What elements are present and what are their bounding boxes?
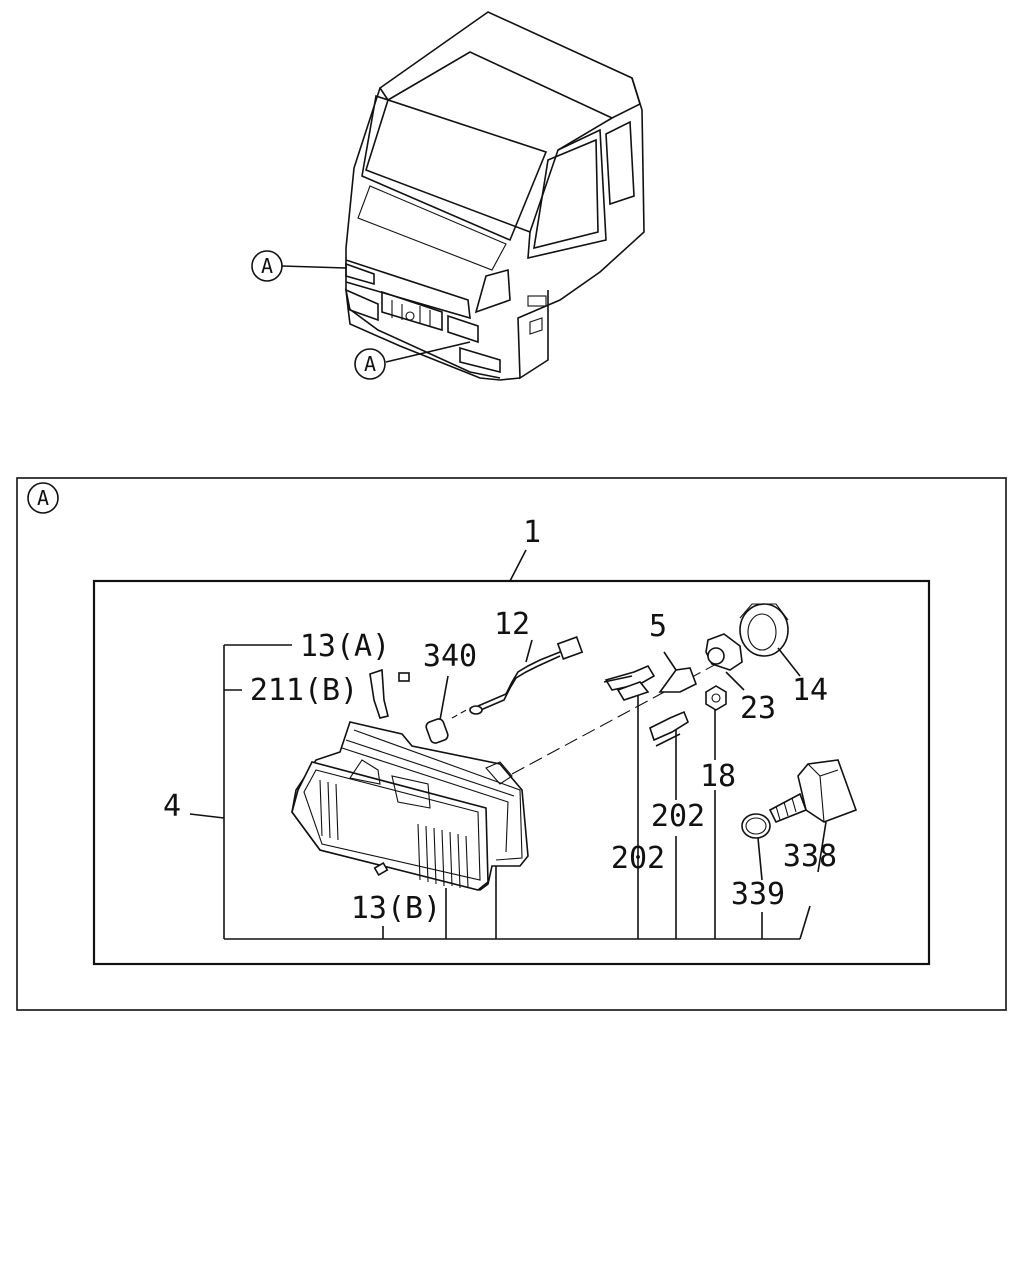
label-211b: 211(B) [250,673,358,708]
callout-a-detail-letter: A [37,486,49,510]
wiring-harness [469,636,584,715]
label-340: 340 [423,639,477,674]
detail-a-frame [16,477,1007,1011]
leader-1 [509,549,527,582]
nut-18 [705,685,727,711]
label-12: 12 [494,607,530,642]
bulb-5 [658,651,698,693]
bracket-part [369,668,410,719]
gasket-23 [705,633,745,691]
label-202-lower: 202 [651,799,705,834]
label-14: 14 [792,673,828,708]
bracket-lines [189,644,827,940]
bulb-338 [768,759,858,824]
screw-202-upper [603,664,656,701]
o-ring-339 [741,813,771,839]
callout-a-detail: A [27,482,59,514]
callout-a-lower: A [354,341,471,380]
label-18: 18 [700,759,736,794]
label-5: 5 [649,609,667,644]
label-13b: 13(B) [351,891,441,926]
headlamp-assembly [291,721,529,891]
callout-a-upper: A [251,250,347,282]
callout-a-lower-letter: A [364,352,376,376]
label-338: 338 [783,839,837,874]
truck-cab-illustration [344,11,645,381]
cap-ring-14 [739,603,801,677]
label-1: 1 [523,515,541,550]
label-339: 339 [731,877,785,912]
callout-a-upper-letter: A [261,254,273,278]
label-13a: 13(A) [300,629,390,664]
assembly-box [92,579,931,966]
label-23: 23 [740,691,776,726]
label-202-upper: 202 [611,841,665,876]
bulb-socket [425,675,471,744]
label-4: 4 [163,789,181,824]
screw-202-lower [649,710,689,747]
